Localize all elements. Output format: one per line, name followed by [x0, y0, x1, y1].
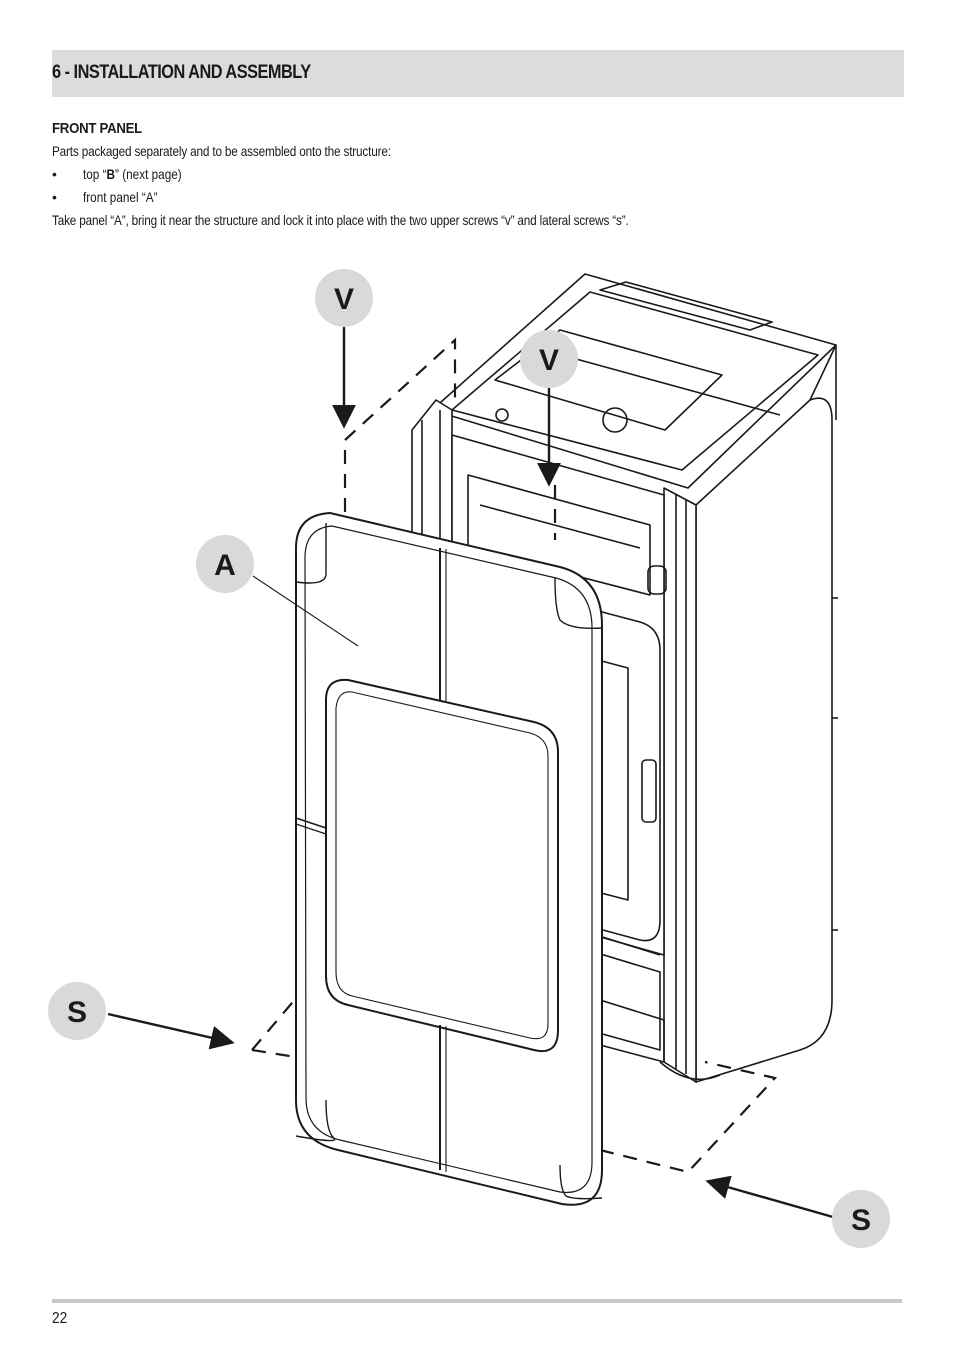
- callout-s-left: S: [48, 982, 106, 1040]
- bullet-text: front panel “A”: [83, 189, 158, 205]
- bullet-marker: •: [52, 166, 57, 182]
- instruction-paragraph: Take panel “A”, bring it near the struct…: [52, 212, 629, 228]
- callout-circle: [196, 535, 254, 593]
- bullet-text-post: ” (next page): [115, 166, 182, 182]
- arrow-s-right: [705, 1175, 834, 1219]
- callout-s-right: S: [832, 1190, 890, 1248]
- callout-label: S: [67, 996, 87, 1029]
- bullet-item-top: • top “B” (next page): [52, 163, 912, 186]
- callout-label: V: [334, 283, 354, 316]
- callout-label: V: [539, 344, 559, 377]
- callout-circle: [48, 982, 106, 1040]
- callout-circle: [832, 1190, 890, 1248]
- front-panel-text: FRONT PANEL Parts packaged separately an…: [52, 117, 912, 232]
- callout-circle: [315, 269, 373, 327]
- callout-a: A: [196, 535, 254, 593]
- page-number: 22: [52, 1310, 68, 1327]
- callout-label: A: [214, 549, 236, 582]
- leader-a: [252, 575, 359, 647]
- bullet-text-bold: B: [106, 166, 116, 182]
- bullet-text-pre: top “: [83, 166, 107, 182]
- subsection-heading: FRONT PANEL: [52, 120, 142, 137]
- callout-circle: [520, 330, 578, 388]
- section-header-bar: 6 - INSTALLATION AND ASSEMBLY: [52, 50, 904, 97]
- callout-v-right: V: [520, 330, 578, 388]
- front-panel-a: [295, 512, 603, 1206]
- callout-v-left: V: [315, 269, 373, 327]
- bullet-item-front-panel: • front panel “A”: [52, 186, 912, 209]
- callout-label: S: [851, 1204, 871, 1237]
- intro-paragraph: Parts packaged separately and to be asse…: [52, 143, 391, 159]
- assembly-diagram: V V A S S: [48, 269, 890, 1248]
- section-title: 6 - INSTALLATION AND ASSEMBLY: [52, 62, 311, 83]
- arrows: [107, 322, 834, 1219]
- footer-divider: [52, 1299, 902, 1303]
- arrow-s-left: [107, 1012, 235, 1050]
- bullet-marker: •: [52, 189, 57, 205]
